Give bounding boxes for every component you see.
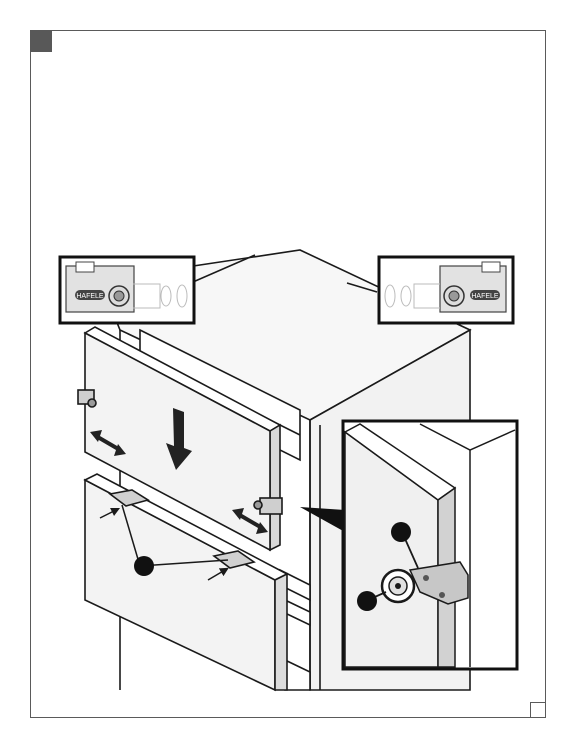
right-adjuster-detail-box: HAFELE bbox=[379, 257, 513, 323]
zoom-callout-dot-top bbox=[391, 522, 411, 542]
left-detail-logo: HAFELE bbox=[76, 293, 104, 300]
left-adjuster-detail-box: HAFELE bbox=[60, 257, 194, 323]
callout-dot-bottom bbox=[134, 556, 154, 576]
zoom-callout-dot-bottom bbox=[357, 591, 377, 611]
right-detail-logo: HAFELE bbox=[471, 293, 499, 300]
zoom-detail-box bbox=[343, 421, 517, 669]
